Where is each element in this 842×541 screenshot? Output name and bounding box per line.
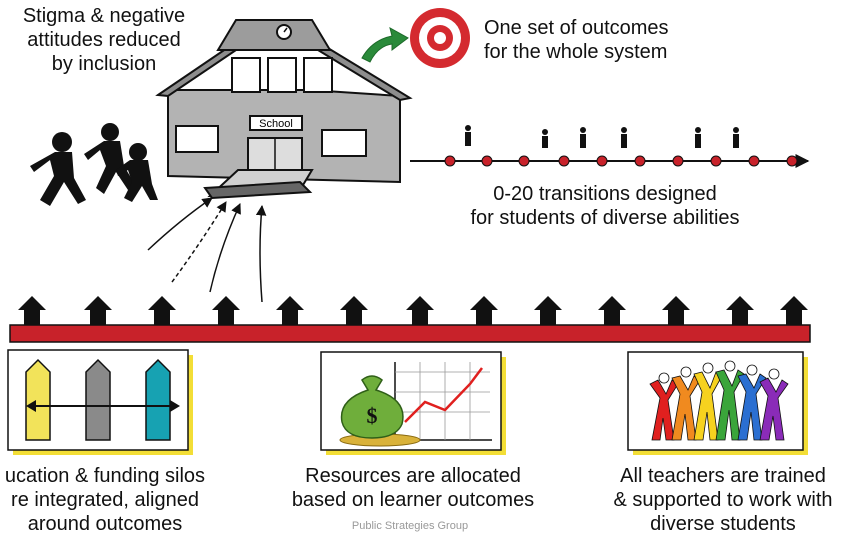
- teachers-line-3: diverse students: [650, 513, 796, 535]
- transitions-timeline: [410, 125, 810, 168]
- teachers-line-2: & supported to work with: [613, 489, 833, 511]
- transitions-line-1: 0-20 transitions designed: [493, 183, 717, 205]
- outcomes-caption: One set of outcomes for the whole system: [484, 16, 714, 64]
- resources-line-2: based on learner outcomes: [291, 489, 535, 511]
- teachers-card: [627, 351, 808, 455]
- teachers-line-1: All teachers are trained: [620, 465, 826, 487]
- outcomes-line-2: for the whole system: [484, 41, 668, 63]
- silos-line-3: around outcomes: [27, 513, 183, 535]
- stigma-line-3: by inclusion: [51, 53, 157, 75]
- stigma-caption: Stigma & negative attitudes reduced by i…: [4, 4, 204, 76]
- silos-line-1: ucation & funding silos: [4, 465, 206, 487]
- silos-card: [7, 349, 193, 455]
- diverse-people-icon: [649, 360, 789, 441]
- resources-caption: Resources are allocated based on learner…: [268, 464, 558, 512]
- target-icon: [410, 8, 470, 68]
- outcomes-line-1: One set of outcomes: [484, 17, 669, 39]
- flow-arrows: [147, 197, 267, 303]
- resources-line-1: Resources are allocated: [305, 465, 521, 487]
- transitions-line-2: for students of diverse abilities: [470, 207, 740, 229]
- running-children-icon: [30, 123, 158, 206]
- teachers-caption: All teachers are trained & supported to …: [598, 464, 842, 536]
- school-sign-label: School: [259, 118, 293, 130]
- money-bag-symbol: $: [367, 403, 378, 428]
- stigma-line-1: Stigma & negative: [22, 5, 186, 27]
- stigma-line-2: attitudes reduced: [27, 29, 181, 51]
- school-building-icon: [155, 19, 413, 200]
- transitions-caption: 0-20 transitions designed for students o…: [440, 182, 770, 230]
- silos-caption: ucation & funding silos re integrated, a…: [0, 464, 240, 536]
- footer-credit: Public Strategies Group: [351, 520, 469, 532]
- resources-card: $: [320, 351, 506, 455]
- green-arrow-icon: [361, 27, 409, 63]
- foundation-bar: [9, 296, 811, 343]
- silos-line-2: re integrated, aligned: [11, 489, 199, 511]
